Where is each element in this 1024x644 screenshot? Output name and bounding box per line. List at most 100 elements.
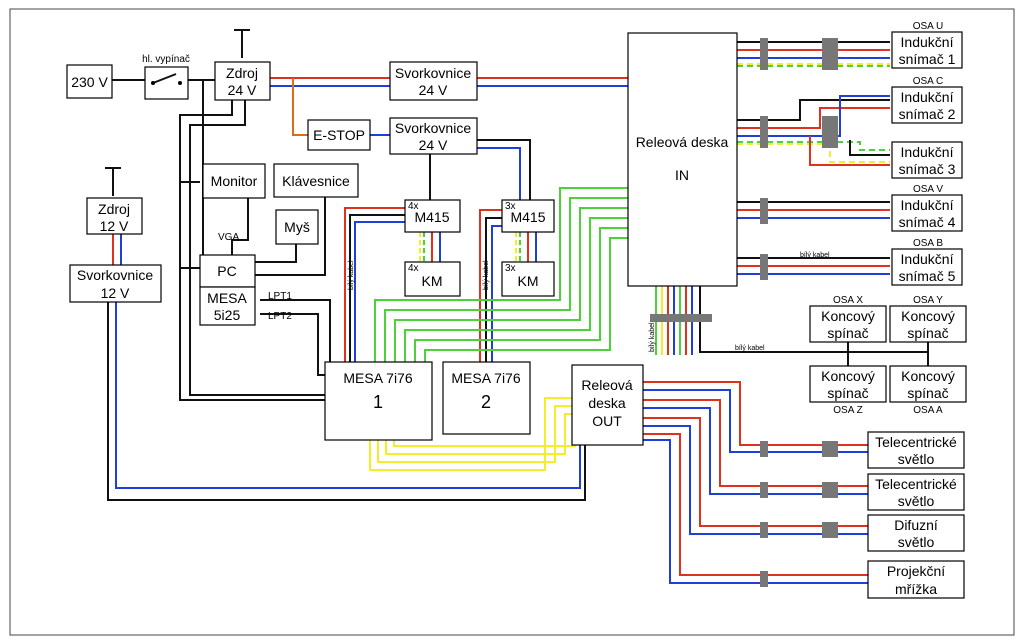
pc-block: PC xyxy=(199,254,256,288)
sensor-1-line1: Indukční xyxy=(901,34,954,50)
monitor-label: Monitor xyxy=(211,173,258,189)
limit-y-axis: OSA Y xyxy=(913,295,943,306)
white-cable-label-2: bílý kabel xyxy=(483,260,490,290)
white-cable-label-3: bílý kabel xyxy=(649,322,656,352)
output-3-line1: Difuzní xyxy=(894,517,938,533)
output-4-line1: Projekční xyxy=(887,563,945,579)
switch-label: hl. vypínač xyxy=(142,54,190,65)
sensor-2-line1: Indukční xyxy=(901,89,954,105)
terminal-24v-mid: Svorkovnice 24 V xyxy=(389,117,478,155)
output-1-line1: Telecentrické xyxy=(875,434,957,450)
limit-x-axis: OSA X xyxy=(833,295,863,306)
limit-z: Koncový spínač OSA Z xyxy=(809,365,887,416)
sensor-1: OSA U Indukční snímač 1 xyxy=(891,21,963,69)
terminal-24v-top: Svorkovnice 24 V xyxy=(389,61,478,101)
limit-z-line1: Koncový xyxy=(821,368,875,384)
limit-x-line2: spínač xyxy=(827,325,868,341)
mesa7i76-1-line2: 1 xyxy=(373,392,383,412)
terminal12-line2: 12 V xyxy=(101,285,130,301)
limit-y-line1: Koncový xyxy=(901,308,955,324)
terminal-12v: Svorkovnice 12 V xyxy=(69,264,162,303)
sensor-2: OSA C Indukční snímač 2 xyxy=(891,76,963,124)
sensor-4-axis: OSA V xyxy=(913,184,943,195)
limit-y: OSA Y Koncový spínač xyxy=(889,295,967,343)
output-2-line1: Telecentrické xyxy=(875,476,957,492)
sensor-5: OSA B Indukční snímač 5 xyxy=(891,238,963,286)
output-1-line2: světlo xyxy=(898,451,935,467)
kmb-label: KM xyxy=(518,273,539,289)
relay-out-line3: OUT xyxy=(592,413,622,429)
mouse-block: Myš xyxy=(275,209,319,245)
limit-z-axis: OSA Z xyxy=(833,405,862,416)
km-b-block: 3x KM xyxy=(501,261,555,297)
relay-in-line2: IN xyxy=(675,167,689,183)
limit-a: Koncový spínač OSA A xyxy=(889,365,967,416)
psu-12v: Zdroj 12 V xyxy=(86,197,143,235)
limit-a-axis: OSA A xyxy=(913,405,943,416)
mains-label: 230 V xyxy=(71,74,108,90)
pc-label: PC xyxy=(217,263,236,279)
mesa5i25-line1: MESA xyxy=(207,290,247,306)
psu24-line2: 24 V xyxy=(228,82,257,98)
psu12-line2: 12 V xyxy=(100,218,129,234)
kma-count: 4x xyxy=(408,263,419,274)
psu-24v: Zdroj 24 V xyxy=(214,61,271,101)
mesa5i25-line2: 5i25 xyxy=(214,307,241,323)
limit-z-line2: spínač xyxy=(827,385,868,401)
lpt2-label: LPT2 xyxy=(268,311,292,322)
diagram-frame xyxy=(9,8,1015,636)
kma-label: KM xyxy=(422,273,443,289)
sensor-5-line1: Indukční xyxy=(901,251,954,267)
mesa7i76-2-line2: 2 xyxy=(481,392,491,412)
relay-out-line2: deska xyxy=(588,395,626,411)
lpt1-label: LPT1 xyxy=(268,291,292,302)
keyboard-block: Klávesnice xyxy=(273,163,359,198)
sensor-5-line2: snímač 5 xyxy=(899,268,956,284)
limit-a-line2: spínač xyxy=(907,385,948,401)
mesa-7i76-2-block: MESA 7i76 2 xyxy=(442,361,531,435)
terminal24-mid-line1: Svorkovnice xyxy=(395,120,471,136)
sensor-2-line2: snímač 2 xyxy=(899,106,956,122)
mesa-5i25-block: MESA 5i25 xyxy=(199,286,256,326)
m415-a-block: 4x M415 xyxy=(404,199,461,233)
sensor-2-axis: OSA C xyxy=(913,76,944,87)
m415a-count: 4x xyxy=(408,201,419,212)
limit-y-line2: spínač xyxy=(907,325,948,341)
white-cable-label-1: bílý kabel xyxy=(348,260,355,290)
sensor-4-line1: Indukční xyxy=(901,197,954,213)
white-cable-label-5: bílý kabel xyxy=(735,345,765,352)
estop-block: E-STOP xyxy=(307,119,371,151)
m415-b-block: 3x M415 xyxy=(501,199,555,233)
sensor-3-line2: snímač 3 xyxy=(899,161,956,177)
output-4-line2: mřížka xyxy=(895,581,937,597)
relay-out-block: Releová deska OUT xyxy=(571,364,644,446)
limit-a-line1: Koncový xyxy=(901,368,955,384)
keyboard-label: Klávesnice xyxy=(282,173,350,189)
mesa-7i76-1-block: MESA 7i76 1 xyxy=(324,361,433,441)
sensor-4: OSA V Indukční snímač 4 xyxy=(891,184,963,232)
terminal12-line1: Svorkovnice xyxy=(77,267,153,283)
sensor-5-axis: OSA B xyxy=(913,238,943,249)
estop-label: E-STOP xyxy=(313,127,365,143)
output-3: Difuzní světlo xyxy=(867,514,965,552)
sensor-3: Indukční snímač 3 xyxy=(891,141,963,179)
m415b-count: 3x xyxy=(505,201,516,212)
relay-in-line1: Releová deska xyxy=(636,134,729,150)
connectors xyxy=(650,38,838,587)
output-2-line2: světlo xyxy=(898,493,935,509)
mesa7i76-2-line1: MESA 7i76 xyxy=(451,370,520,386)
limit-x-line1: Koncový xyxy=(821,308,875,324)
sensor-4-line2: snímač 4 xyxy=(899,214,956,230)
sensor-1-line2: snímač 1 xyxy=(899,51,956,67)
mouse-label: Myš xyxy=(284,219,310,235)
relay-in-block: Releová deska IN xyxy=(627,32,738,287)
main-switch: hl. vypínač xyxy=(142,54,190,100)
limit-x: OSA X Koncový spínač xyxy=(809,295,887,343)
m415a-label: M415 xyxy=(414,209,449,225)
white-cable-label-4: bílý kabel xyxy=(800,252,830,259)
mesa7i76-1-line1: MESA 7i76 xyxy=(343,370,412,386)
sensor-1-axis: OSA U xyxy=(913,21,944,32)
monitor-block: Monitor xyxy=(202,163,266,199)
output-1: Telecentrické světlo xyxy=(867,431,965,469)
relay-out-line1: Releová xyxy=(581,377,633,393)
